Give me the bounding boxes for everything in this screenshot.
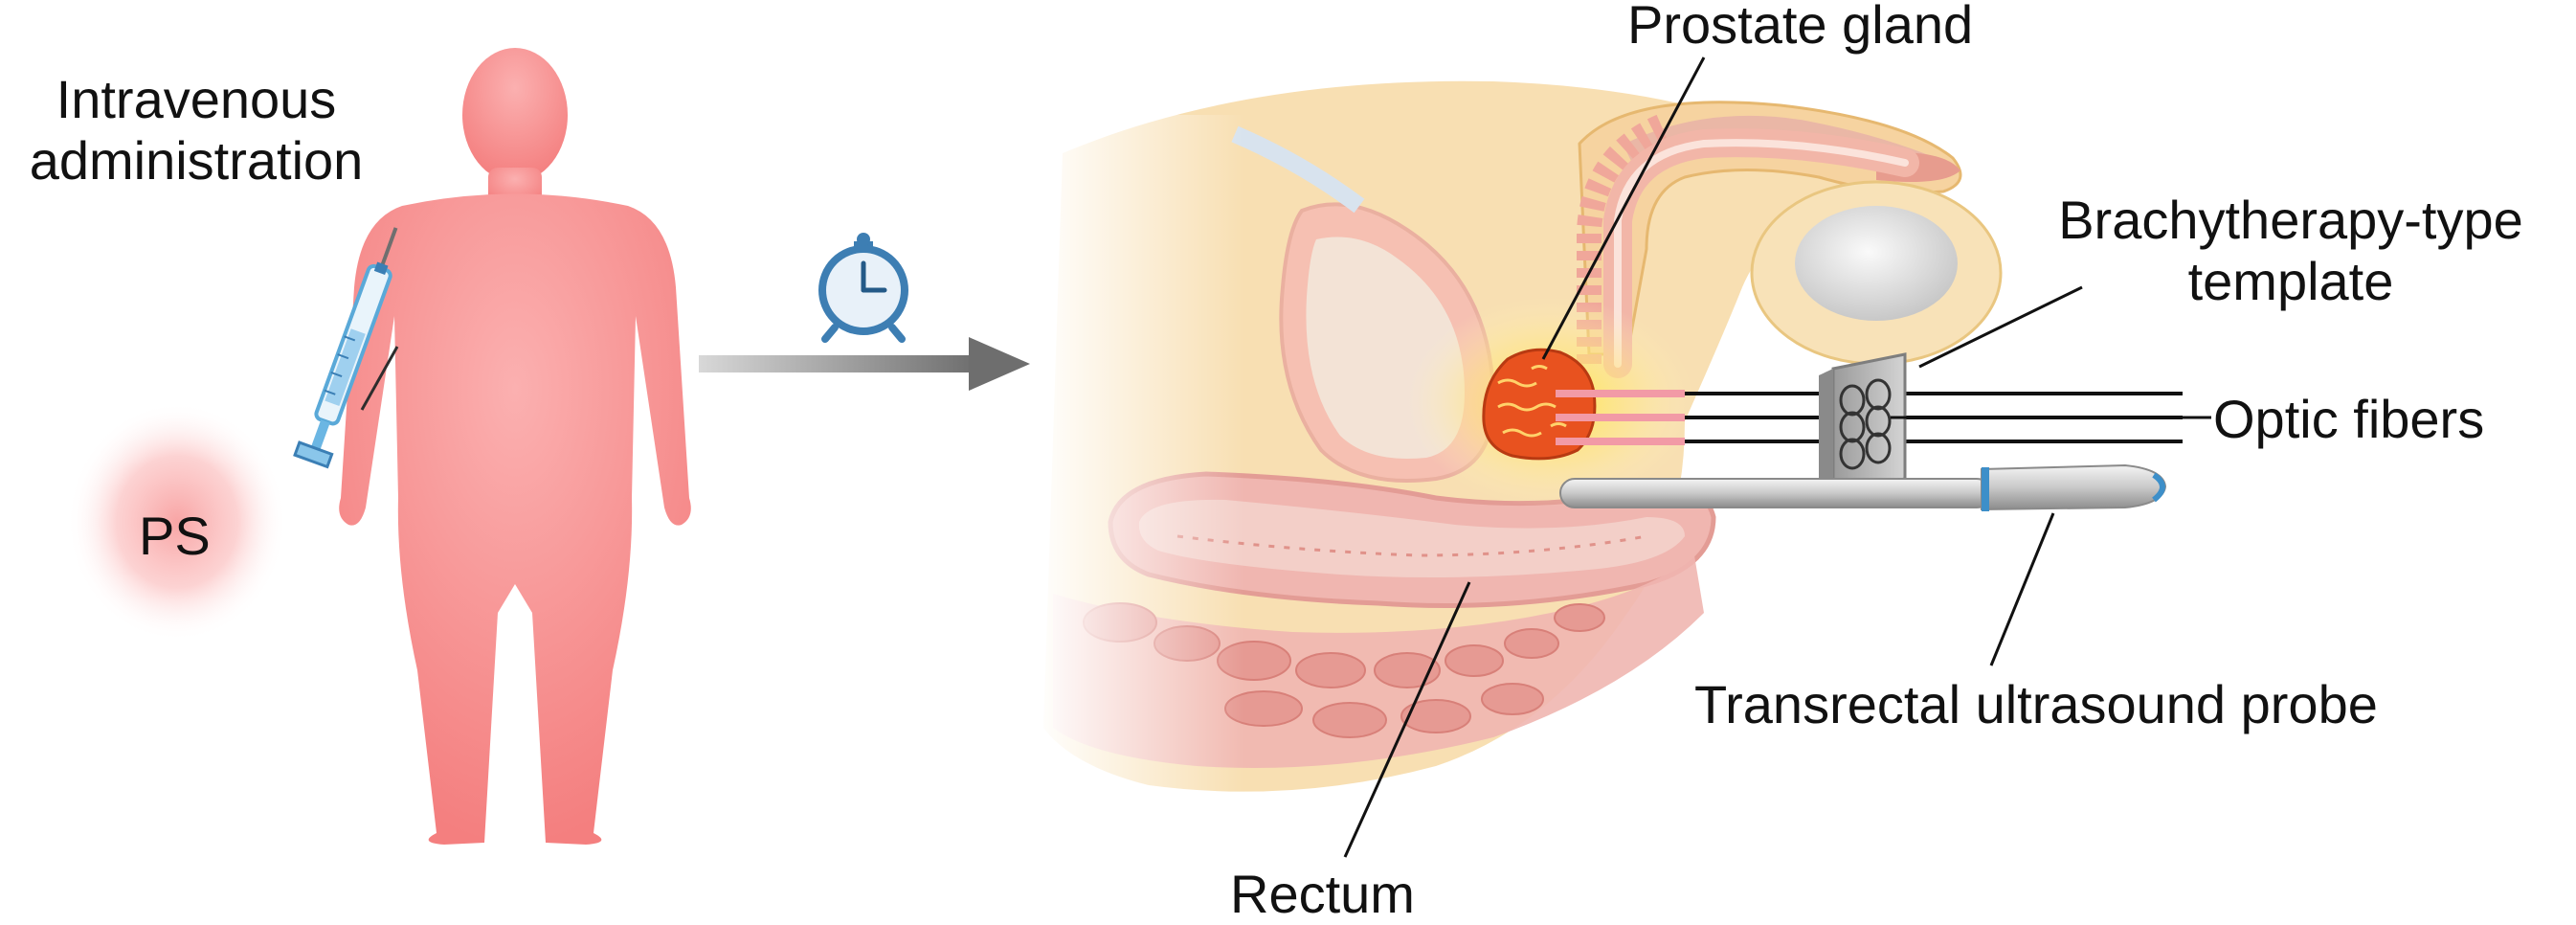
syringe-icon: [293, 227, 398, 469]
template-label: Brachytherapy-type template: [2015, 190, 2566, 312]
ultrasound-probe-label: Transrectal ultrasound probe: [1694, 674, 2378, 734]
alarm-clock-icon: [818, 233, 908, 343]
ultrasound-probe-icon: [1559, 463, 2167, 511]
template-label-line1: Brachytherapy-type: [2058, 190, 2523, 250]
rectum-label: Rectum: [1230, 864, 1415, 924]
ps-glow: [67, 402, 287, 642]
intravenous-label-line1: Intravenous: [56, 69, 337, 129]
right-arrow-icon: [699, 337, 1030, 391]
intravenous-label-line2: administration: [29, 130, 364, 191]
human-body-icon: [339, 48, 691, 845]
intravenous-label: Intravenous administration: [0, 69, 392, 192]
syringe-tube: [360, 346, 399, 411]
pelvic-anatomy: [1034, 80, 2003, 804]
prostate-gland-label: Prostate gland: [1627, 0, 1974, 55]
optic-fibers-label: Optic fibers: [2213, 389, 2485, 449]
ps-label: PS: [139, 506, 211, 566]
leader-lines: [1343, 56, 2211, 858]
template-label-line2: template: [2187, 251, 2394, 311]
brachytherapy-template-icon: [1819, 352, 1907, 500]
